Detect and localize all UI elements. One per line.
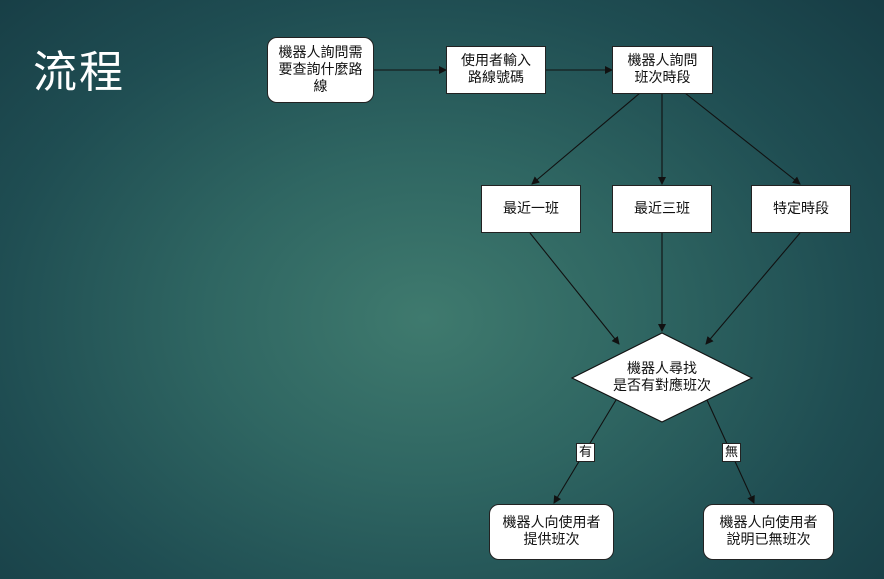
node-latest-three: 最近三班	[612, 185, 712, 233]
decision-diamond	[570, 332, 754, 423]
edge-latest-one-to-find	[529, 232, 620, 345]
node-specific-time: 特定時段	[751, 185, 851, 233]
edge-label-no: 無	[722, 443, 742, 462]
page-title: 流程	[33, 47, 125, 98]
edge-ask-time-to-latest-one	[531, 92, 641, 185]
node-provide: 機器人向使用者 提供班次	[489, 504, 614, 560]
edge-ask-time-to-specific	[684, 92, 801, 185]
node-no-service: 機器人向使用者 說明已無班次	[703, 504, 834, 560]
node-latest-one: 最近一班	[481, 185, 581, 233]
edge-label-yes: 有	[576, 443, 596, 462]
node-input-route: 使用者輸入 路線號碼	[446, 46, 546, 94]
node-ask-route: 機器人詢問需 要查詢什麼路 線	[267, 37, 374, 103]
node-ask-time: 機器人詢問 班次時段	[612, 46, 713, 94]
edge-specific-to-find	[705, 232, 801, 345]
node-find: 機器人尋找 是否有對應班次	[613, 361, 711, 394]
